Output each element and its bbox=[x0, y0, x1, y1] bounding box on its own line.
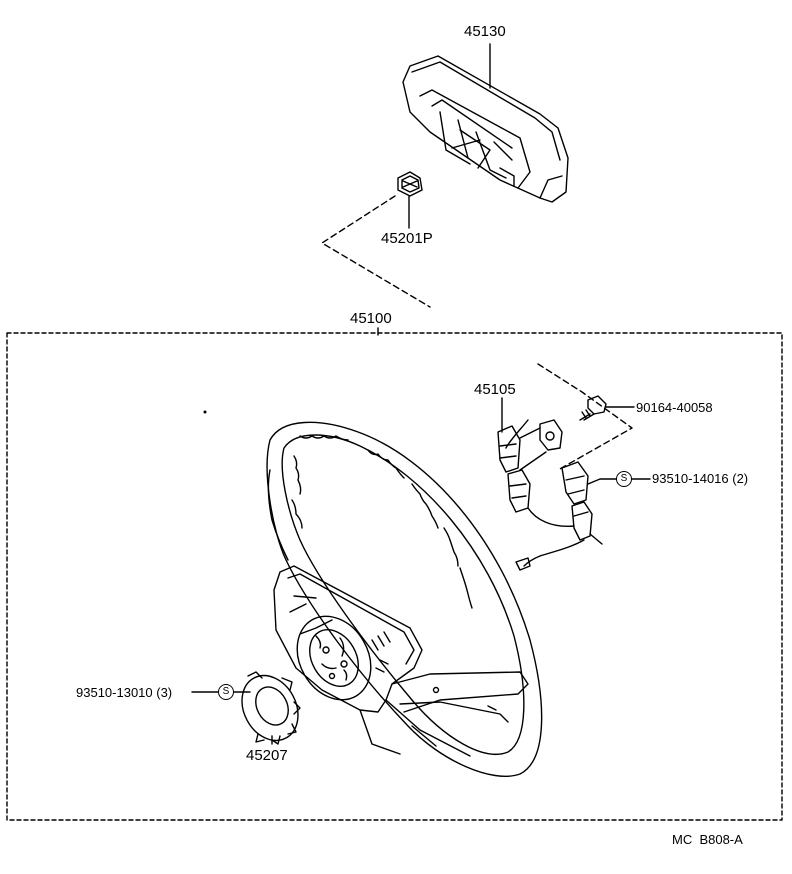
horn-switch-wire bbox=[497, 419, 603, 571]
leader-s-14016 bbox=[587, 478, 617, 485]
s-mark-14016: S bbox=[616, 471, 632, 487]
figure-code: MC B808-A bbox=[672, 832, 743, 847]
screw bbox=[579, 395, 607, 421]
steering-wheel bbox=[266, 421, 543, 777]
label-90164-40058: 90164-40058 bbox=[636, 400, 713, 415]
label-45130: 45130 bbox=[464, 23, 506, 40]
label-93510-14016: 93510-14016 (2) bbox=[652, 471, 749, 486]
nut-dashed-link bbox=[321, 195, 431, 308]
nut bbox=[397, 171, 423, 197]
cam-plate bbox=[241, 671, 301, 745]
label-93510-13010: 93510-13010 (3) bbox=[76, 685, 173, 700]
label-45105: 45105 bbox=[474, 381, 516, 398]
horn-pad bbox=[402, 55, 569, 203]
label-45100: 45100 bbox=[350, 310, 392, 327]
stray-mark bbox=[203, 410, 207, 414]
assembly-boundary bbox=[6, 332, 783, 821]
label-45207: 45207 bbox=[246, 747, 288, 764]
s-mark-13010: S bbox=[218, 684, 234, 700]
screw-dashed-guide bbox=[537, 363, 633, 471]
label-45201p: 45201P bbox=[381, 230, 433, 247]
